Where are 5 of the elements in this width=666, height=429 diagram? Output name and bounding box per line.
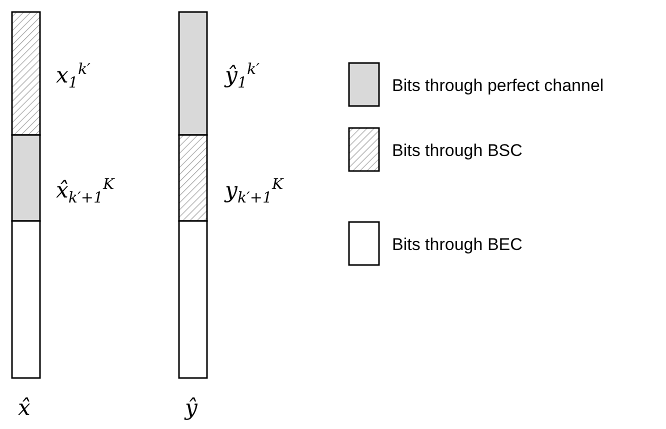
- legend-label: Bits through BEC: [392, 236, 522, 253]
- legend-label: Bits through BSC: [392, 142, 522, 159]
- legend-label: Bits through perfect channel: [392, 77, 604, 94]
- column-label: x̂: [18, 398, 30, 420]
- column-label: ŷ: [185, 398, 198, 420]
